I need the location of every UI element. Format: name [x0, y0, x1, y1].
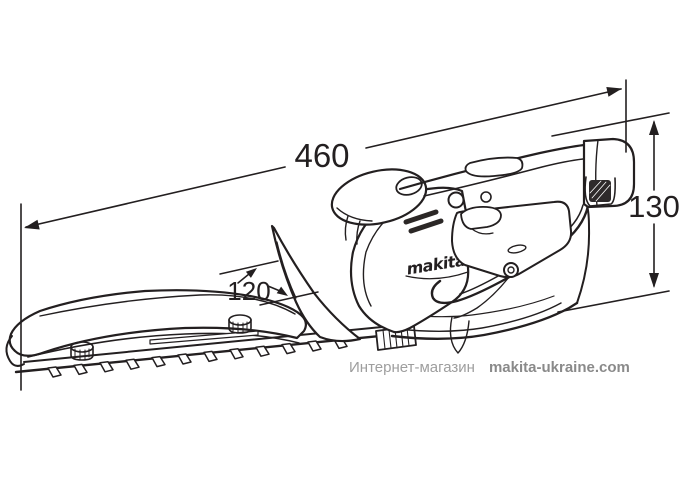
neck-lines: [344, 215, 361, 245]
length-arrow-right: [606, 87, 622, 97]
trigger-underline: [471, 228, 494, 235]
logo-swash: [405, 271, 469, 280]
height-arrow-bottom: [649, 273, 659, 288]
width-arrow-up-stem: [237, 273, 250, 284]
strap-grommet-hole: [507, 266, 515, 274]
base-bottom-inner: [397, 302, 562, 332]
pommel-rim: [336, 207, 373, 222]
lock-off-button: [447, 191, 465, 209]
dimension-width: 120: [219, 260, 319, 306]
shoe-lower-band: [27, 332, 300, 358]
shoe-inner-rim: [39, 294, 296, 317]
handle-top-slot: [464, 156, 524, 178]
blade-assembly: [5, 289, 417, 378]
footer-watermark: Интернет-магазин makita-ukraine.com: [349, 359, 630, 377]
strap-grommet: [503, 262, 519, 278]
store-name: Интернет-магазин: [349, 359, 475, 376]
base-rear-edge: [576, 205, 591, 304]
vent-slots: [403, 209, 444, 234]
shoe-left-curl: [5, 335, 25, 367]
front-knob: [70, 341, 94, 361]
shield-inner-line: [276, 241, 297, 299]
width-ext-lower: [259, 291, 319, 306]
handle-top-edge: [398, 143, 586, 191]
grip-slot: [507, 244, 527, 254]
width-arrow-up: [245, 268, 257, 278]
width-arrow-down: [276, 286, 288, 296]
battery-latch-hatch: [589, 180, 611, 202]
height-ext-top: [551, 112, 670, 137]
length-arrow-left: [24, 219, 40, 230]
hang-strap-loop: [449, 316, 470, 354]
height-arrow-top: [649, 120, 659, 135]
length-dim-line: [25, 88, 622, 228]
dimension-height: 130: [551, 112, 680, 313]
handle-top-inner: [423, 158, 584, 197]
hang-strap: [453, 276, 510, 319]
site-name[interactable]: makita-ukraine.com: [488, 359, 630, 376]
rear-knob: [228, 314, 252, 334]
dimension-length: 460: [20, 79, 627, 391]
shoe-slot: [149, 330, 259, 345]
battery-latch: [589, 180, 611, 202]
handle-loop: [398, 143, 590, 354]
width-arrow-down-stem: [267, 285, 281, 292]
height-label: 130: [628, 189, 680, 224]
trigger-lever: [460, 205, 502, 230]
length-label: 460: [294, 137, 349, 174]
width-label: 120: [227, 276, 270, 306]
small-button: [480, 191, 492, 203]
height-ext-bottom: [557, 290, 670, 313]
battery-pack: [582, 137, 636, 209]
shoe-guard-tray: [8, 289, 308, 357]
base-bottom-outer: [390, 301, 579, 340]
latch-housing: [584, 176, 616, 207]
blade-teeth: [47, 337, 348, 378]
debris-shield: [270, 224, 362, 343]
width-ext-upper: [219, 260, 279, 275]
pommel-knob: [330, 168, 428, 226]
